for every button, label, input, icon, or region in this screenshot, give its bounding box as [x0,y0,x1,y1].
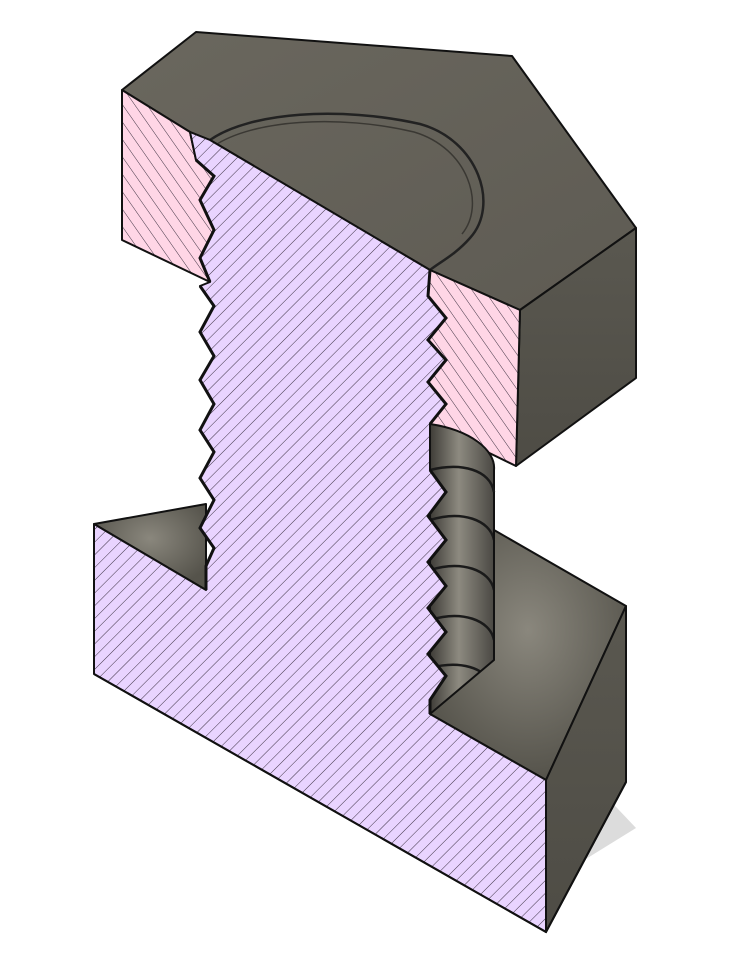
bolt-left-thread-edge [195,158,216,283]
ground-shadow [545,790,636,930]
bolt-left-thread-edge [198,285,216,590]
thread-ridge [429,564,496,591]
bolt-right-thread-edge [426,269,448,425]
nut-chamfer-circle-inner [213,120,474,235]
nut [121,31,637,467]
visible-thread [429,422,496,716]
nut-chamfer-circle [209,112,485,271]
thread-ridge [429,614,496,641]
thread-ridge [429,514,496,541]
bolt-right-thread-edge [426,469,448,714]
thread-ridge [429,465,496,493]
base-bottom-edge [93,673,627,934]
